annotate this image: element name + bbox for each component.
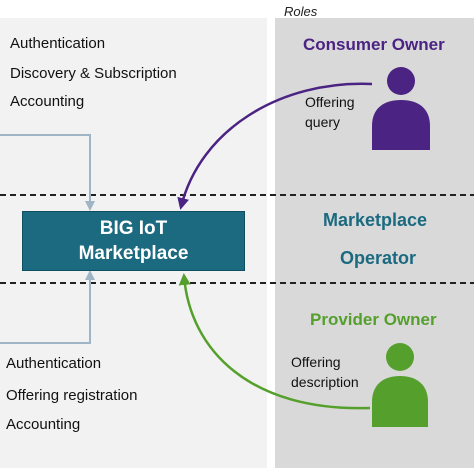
offering-query-arrow <box>177 82 373 210</box>
roles-label: Roles <box>284 4 318 19</box>
function-offering-registration: Offering registration <box>6 387 138 404</box>
provider-person-icon <box>372 343 428 427</box>
function-authentication-top: Authentication <box>10 35 106 52</box>
operator-title-line1: Marketplace <box>323 210 428 230</box>
function-authentication-bottom: Authentication <box>6 355 102 372</box>
consumer-owner-title: Consumer Owner <box>303 35 445 54</box>
bottom-connector <box>0 270 95 344</box>
function-accounting-bottom: Accounting <box>6 416 81 433</box>
function-accounting-top: Accounting <box>10 93 85 110</box>
top-connector <box>0 134 95 211</box>
marketplace-box-line2: Marketplace <box>78 243 189 264</box>
marketplace-box-line1: BIG IoT <box>99 218 168 239</box>
offering-description-line2: description <box>291 374 359 390</box>
offering-description-line1: Offering <box>291 354 341 370</box>
offering-query-line2: query <box>305 114 341 130</box>
offering-description-arrow <box>178 273 371 410</box>
operator-title-line2: Operator <box>340 248 417 268</box>
consumer-person-icon <box>372 67 430 150</box>
function-discovery-subscription: Discovery & Subscription <box>10 65 177 82</box>
marketplace-box: BIG IoT Marketplace <box>22 211 245 271</box>
offering-description-label: Offering description <box>291 352 359 392</box>
provider-owner-title: Provider Owner <box>310 310 437 329</box>
offering-query-line1: Offering <box>305 94 355 110</box>
offering-query-label: Offering query <box>305 92 355 132</box>
